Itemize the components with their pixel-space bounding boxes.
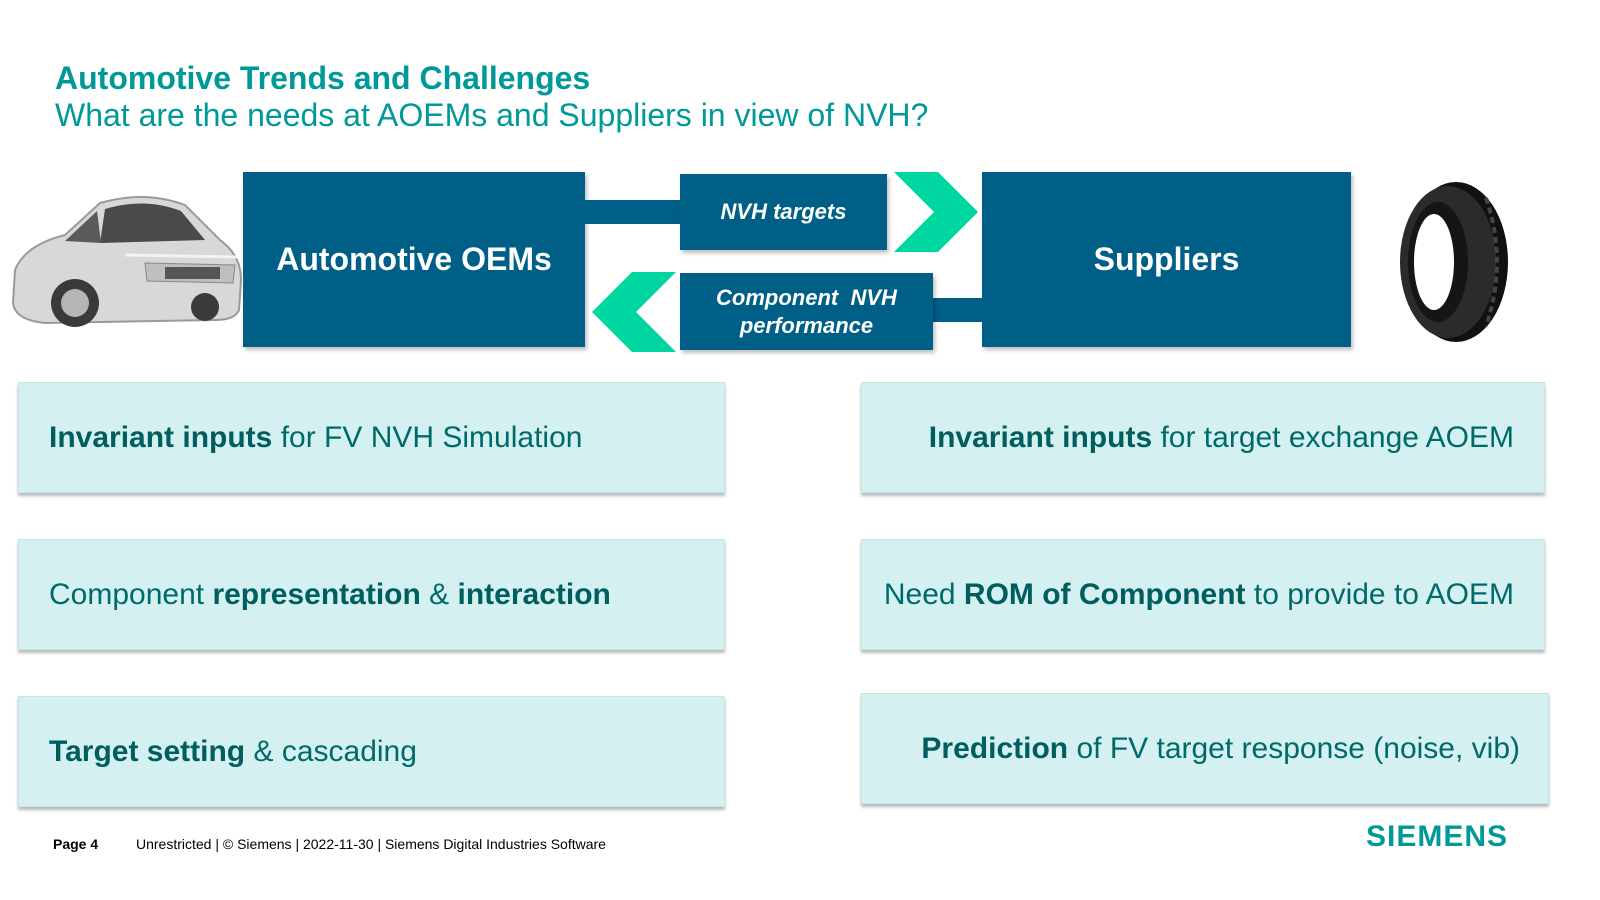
card-plain: & cascading	[245, 734, 417, 768]
supplier-need-card-3: Prediction of FV target response (noise,…	[861, 693, 1549, 804]
card-text: Invariant inputs for target exchange AOE…	[929, 421, 1514, 455]
performance-label-line1: Component NVH	[716, 284, 897, 310]
card-emphasis: ROM of Component	[963, 577, 1246, 611]
oem-need-card-2: Component representation & interaction	[18, 539, 725, 650]
supplier-need-card-2: Need ROM of Component to provide to AOEM	[861, 539, 1545, 650]
card-plain: for target exchange AOEM	[1152, 420, 1514, 454]
card-plain: Component	[49, 577, 213, 611]
oem-need-card-1: Invariant inputs for FV NVH Simulation	[18, 382, 725, 493]
footer-info: Unrestricted | © Siemens | 2022-11-30 | …	[136, 836, 606, 852]
supplier-box: Suppliers	[982, 172, 1351, 347]
card-emphasis: Invariant inputs	[49, 420, 273, 454]
car-image	[11, 196, 243, 327]
connector-bar-top	[585, 200, 681, 224]
card-text: Prediction of FV target response (noise,…	[921, 732, 1520, 766]
siemens-logo: SIEMENS	[1366, 820, 1509, 853]
chevron-right-icon	[894, 172, 978, 252]
slide-subtitle: What are the needs at AOEMs and Supplier…	[55, 97, 929, 133]
tire-image	[1400, 182, 1508, 342]
nvh-targets-box: NVH targets	[680, 174, 887, 250]
card-text: Need ROM of Component to provide to AOEM	[884, 578, 1514, 612]
card-text: Target setting & cascading	[49, 735, 417, 769]
card-plain: &	[420, 577, 458, 611]
card-plain: Need	[883, 577, 964, 611]
card-plain: for FV NVH Simulation	[272, 420, 583, 454]
page-number: Page 4	[53, 836, 99, 852]
performance-label-line2: performance	[739, 312, 874, 338]
card-text: Component representation & interaction	[49, 578, 611, 612]
card-plain: to provide to AOEM	[1245, 577, 1514, 611]
card-emphasis: interaction	[457, 577, 611, 611]
card-plain: of FV target response (noise, vib)	[1068, 731, 1520, 765]
oem-need-card-3: Target setting & cascading	[18, 696, 725, 807]
nvh-targets-label: NVH targets	[720, 199, 847, 224]
card-emphasis: Invariant inputs	[928, 420, 1153, 454]
connector-bar-bottom	[932, 298, 984, 322]
chevron-left-icon	[592, 272, 676, 352]
supplier-need-card-1: Invariant inputs for target exchange AOE…	[861, 382, 1545, 493]
card-emphasis: Prediction	[921, 731, 1069, 765]
oem-box: Automotive OEMs	[243, 172, 585, 347]
card-text: Invariant inputs for FV NVH Simulation	[49, 421, 582, 455]
slide-title: Automotive Trends and Challenges	[55, 60, 591, 96]
card-emphasis: Target setting	[49, 734, 246, 768]
card-emphasis: representation	[212, 577, 421, 611]
component-performance-box: Component NVH performance	[680, 273, 933, 350]
